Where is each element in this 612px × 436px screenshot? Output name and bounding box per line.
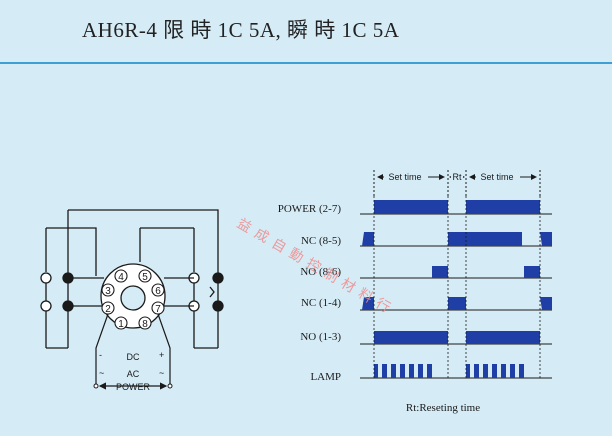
signal-label-lamp: LAMP — [310, 371, 341, 383]
title-underline — [0, 62, 612, 64]
rt-label: Rt — [453, 172, 462, 182]
signal-label-nc-1-4: NC (1-4) — [301, 297, 341, 309]
svg-text:4: 4 — [118, 272, 124, 283]
pin-5: 5 — [138, 269, 152, 283]
pin-8: 8 — [138, 316, 152, 330]
signal-label-nc-8-5: NC (8-5) — [301, 235, 341, 247]
wiring-diagram — [40, 209, 224, 349]
svg-text:5: 5 — [142, 272, 148, 283]
svg-text:6: 6 — [155, 286, 161, 297]
dc-plus: + — [159, 350, 164, 360]
signal-label-no-8-6: NO (8-6) — [300, 266, 341, 278]
signal-label-power: POWER (2-7) — [278, 203, 342, 215]
svg-text:7: 7 — [155, 304, 161, 315]
pin-6: 6 — [151, 283, 165, 297]
set-time-label-2: Set time — [480, 172, 513, 182]
power-leads — [95, 313, 171, 390]
pin-4: 4 — [114, 269, 128, 283]
signal-label-no-1-3: NO (1-3) — [300, 331, 341, 343]
power-label: POWER — [116, 382, 151, 392]
set-time-label-1: Set time — [388, 172, 421, 182]
pin-3: 3 — [101, 283, 115, 297]
timing-chart: Set time Rt Set time POWER (2-7) NC (8-5… — [278, 170, 552, 414]
svg-text:3: 3 — [105, 286, 111, 297]
dc-label: DC — [127, 352, 140, 362]
ac-tilde-right: ~ — [159, 368, 164, 378]
page-title: AH6R-4 限 時 1C 5A, 瞬 時 1C 5A — [82, 18, 400, 42]
ac-label: AC — [127, 369, 140, 379]
svg-text:2: 2 — [105, 304, 111, 315]
svg-text:1: 1 — [118, 319, 124, 330]
ac-tilde-left: ~ — [99, 368, 104, 378]
dc-minus: - — [99, 350, 102, 360]
footnote-resetting-time: Rt:Reseting time — [406, 402, 480, 414]
pin-1: 1 — [114, 316, 128, 330]
svg-text:8: 8 — [142, 319, 148, 330]
